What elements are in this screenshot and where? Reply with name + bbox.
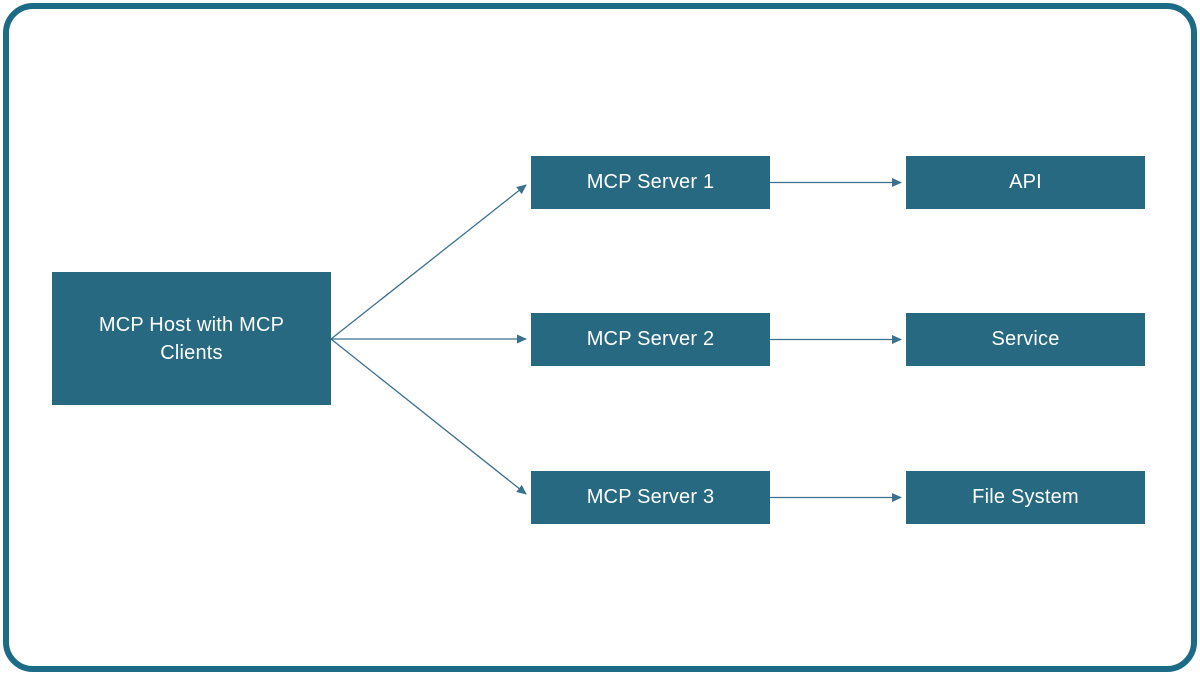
arrow-host-to-server-3: [330, 338, 527, 495]
target-node-api: API: [906, 156, 1145, 209]
target-node-api-label: API: [1009, 171, 1042, 193]
arrow-host-to-server-1: [330, 184, 527, 340]
server-node-1-label: MCP Server 1: [586, 171, 715, 193]
server-node-1: MCP Server 1: [531, 156, 770, 209]
target-node-file-system-label: File System: [972, 486, 1079, 508]
host-label: MCP Host with MCP Clients: [98, 313, 285, 364]
target-node-file-system: File System: [906, 471, 1145, 524]
target-node-service: Service: [906, 313, 1145, 366]
server-node-2-label: MCP Server 2: [586, 328, 715, 350]
target-node-service-label: Service: [991, 328, 1060, 350]
server-node-3-label: MCP Server 3: [586, 486, 715, 508]
server-node-3: MCP Server 3: [531, 471, 770, 524]
host-node: MCP Host with MCP Clients: [52, 272, 331, 405]
server-node-2: MCP Server 2: [531, 313, 770, 366]
